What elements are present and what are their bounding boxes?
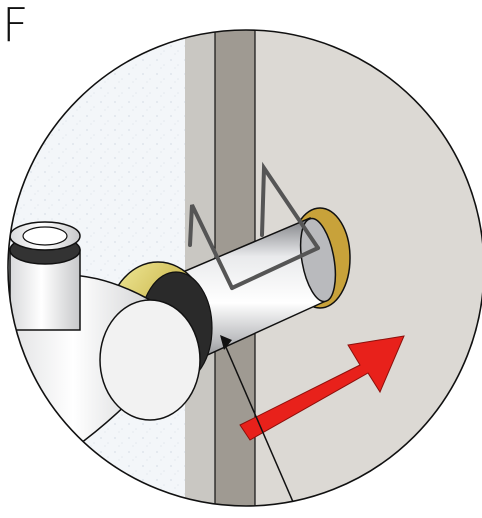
wire-clip	[188, 161, 320, 290]
leader-line	[224, 344, 301, 506]
direction-arrow	[239, 335, 405, 441]
detail-circle-outline	[7, 29, 482, 507]
panel-label: F	[2, 0, 29, 52]
wall-layer-outer	[185, 30, 215, 506]
